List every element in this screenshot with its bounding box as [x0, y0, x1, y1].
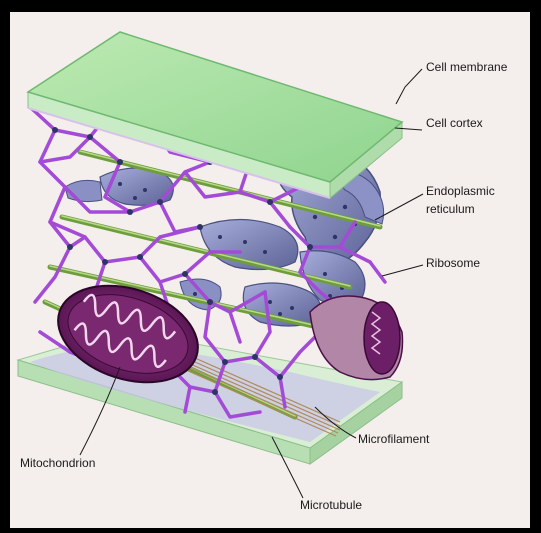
mitochondrion-cut	[310, 296, 403, 380]
label-microfilament: Microfilament	[358, 432, 429, 446]
label-mitochondrion: Mitochondrion	[20, 456, 95, 470]
label-er-line1: Endoplasmic	[426, 184, 495, 198]
label-ribosome: Ribosome	[426, 256, 480, 270]
cell-cytoskeleton-illustration	[10, 12, 530, 528]
label-cell-cortex: Cell cortex	[426, 116, 483, 130]
cell-membrane-slab	[28, 32, 402, 198]
label-cell-membrane: Cell membrane	[426, 60, 507, 74]
diagram-panel: Cell membrane Cell cortex Endoplasmic re…	[10, 12, 530, 528]
label-er-line2: reticulum	[426, 202, 475, 216]
label-microtubule: Microtubule	[300, 498, 362, 512]
